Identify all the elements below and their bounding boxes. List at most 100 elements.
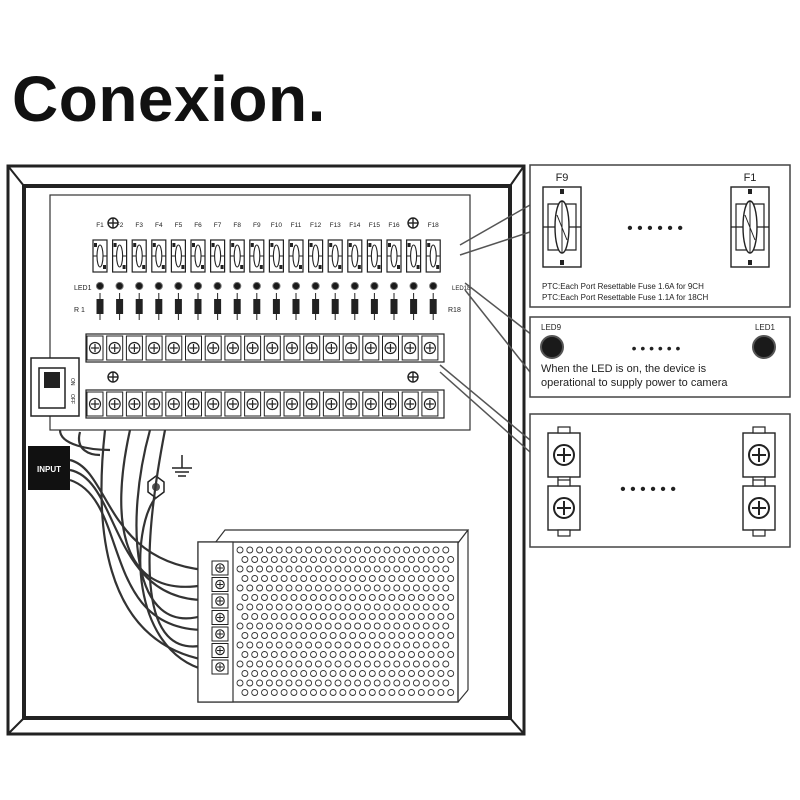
led-icon (252, 281, 261, 291)
fuse-note-9ch: PTC:Each Port Resettable Fuse 1.6A for 9… (542, 282, 704, 291)
terminal-screw (263, 335, 281, 361)
terminal-screw (342, 391, 360, 417)
terminal-screw (401, 391, 419, 417)
wiring (58, 429, 206, 672)
fuse-detail-panel: F9 F1 • • • • • • PTC:Each Port Resettab… (529, 164, 791, 308)
terminal-screw (244, 391, 262, 417)
fuse-large-icon (542, 186, 582, 268)
led-detail-right-label: LED1 (755, 323, 776, 332)
fuse-label: F3 (135, 222, 143, 229)
fuse-holder (249, 239, 265, 273)
terminal-screw (224, 391, 242, 417)
terminal-screw (401, 335, 419, 361)
fuse-holder (131, 239, 147, 273)
led-icon (389, 281, 399, 291)
led-icon (350, 281, 359, 291)
terminal-detail-panel: • • • • • • (529, 413, 791, 548)
led-icon (331, 281, 340, 291)
fuse-detail-ellipsis: • • • • • • (627, 220, 683, 237)
terminal-screw (362, 335, 380, 361)
switch-on-label: ON (69, 378, 75, 386)
power-switch[interactable]: ON OFF (30, 357, 80, 417)
fuse-holder (386, 239, 402, 273)
led-icon (291, 281, 301, 291)
mount-screw-icon (407, 217, 419, 229)
fuse-label: F16 (388, 222, 400, 229)
fuse-holder (151, 239, 167, 273)
resistor (390, 293, 398, 320)
terminal-large-icon (742, 479, 776, 537)
resistor-last-label: R18 (448, 307, 461, 314)
fuse-label: F15 (369, 222, 381, 229)
psu-terminal (211, 560, 229, 576)
fuse-label: F14 (349, 222, 361, 229)
terminal-screw (185, 335, 202, 361)
fuse-detail-left-label: F9 (556, 172, 569, 184)
resistor (312, 293, 320, 320)
fuse-row (92, 239, 441, 273)
terminal-large-icon (547, 479, 581, 537)
resistor (135, 293, 143, 320)
terminal-row-top (85, 333, 445, 363)
resistor (116, 293, 124, 320)
led-detail-left-label: LED9 (541, 323, 562, 332)
resistor-row (96, 293, 437, 320)
terminal-screw (283, 391, 301, 417)
terminal-screw (263, 391, 281, 417)
resistor (370, 293, 378, 320)
resistor (292, 293, 300, 320)
psu-terminal (211, 577, 229, 592)
ground-icon (172, 455, 192, 477)
resistor (410, 293, 418, 320)
fuse-label: F4 (155, 222, 163, 229)
led-icon (135, 281, 144, 291)
fuse-label: F6 (194, 222, 202, 229)
led-icon (272, 281, 281, 291)
led-row (95, 281, 438, 291)
fuse-label: F5 (175, 222, 183, 229)
terminal-screw (204, 391, 222, 417)
terminal-screw (382, 335, 399, 361)
enclosure-corner (7, 717, 25, 735)
enclosure-corner (509, 165, 525, 187)
fuse-holder (327, 239, 343, 273)
resistor (429, 293, 437, 320)
led-icon (213, 281, 222, 291)
led-detail-panel: LED9 LED1 • • • • • • When the LED is on… (529, 316, 791, 398)
resistor (155, 293, 163, 320)
mount-screw-icon (107, 371, 119, 383)
fuse-label: F11 (291, 222, 302, 229)
led-icon (429, 281, 438, 291)
psu-terminal (211, 610, 229, 625)
terminal-screw (283, 335, 301, 361)
terminal-screw (145, 335, 163, 361)
resistor (331, 293, 339, 320)
fuse-holder (347, 239, 363, 273)
enclosure-corner (7, 165, 25, 187)
page-title: Conexion. (12, 63, 326, 135)
terminal-screw (125, 391, 143, 417)
resistor (272, 293, 280, 320)
resistor (351, 293, 359, 320)
terminal-screw (165, 391, 183, 417)
fuse-holder (308, 239, 324, 273)
fuse-holder (210, 239, 226, 273)
resistor (194, 293, 202, 320)
psu-terminal (211, 643, 229, 658)
psu-terminal (211, 593, 229, 609)
resistor-first-label: R 1 (74, 307, 85, 314)
led-icon (154, 281, 163, 291)
fuse-label: F12 (310, 222, 322, 229)
fuse-label: F8 (233, 222, 241, 229)
terminal-screw (165, 335, 183, 361)
fuse-holder (92, 239, 108, 273)
led-indicator-icon (540, 335, 564, 359)
fuse-holder (288, 239, 304, 273)
fuse-detail-right-label: F1 (744, 172, 757, 184)
fuse-holder (406, 239, 422, 273)
fuse-holder (229, 239, 245, 273)
led-note-line2: operational to supply power to camera (541, 377, 728, 389)
resistor (214, 293, 222, 320)
resistor (174, 293, 182, 320)
